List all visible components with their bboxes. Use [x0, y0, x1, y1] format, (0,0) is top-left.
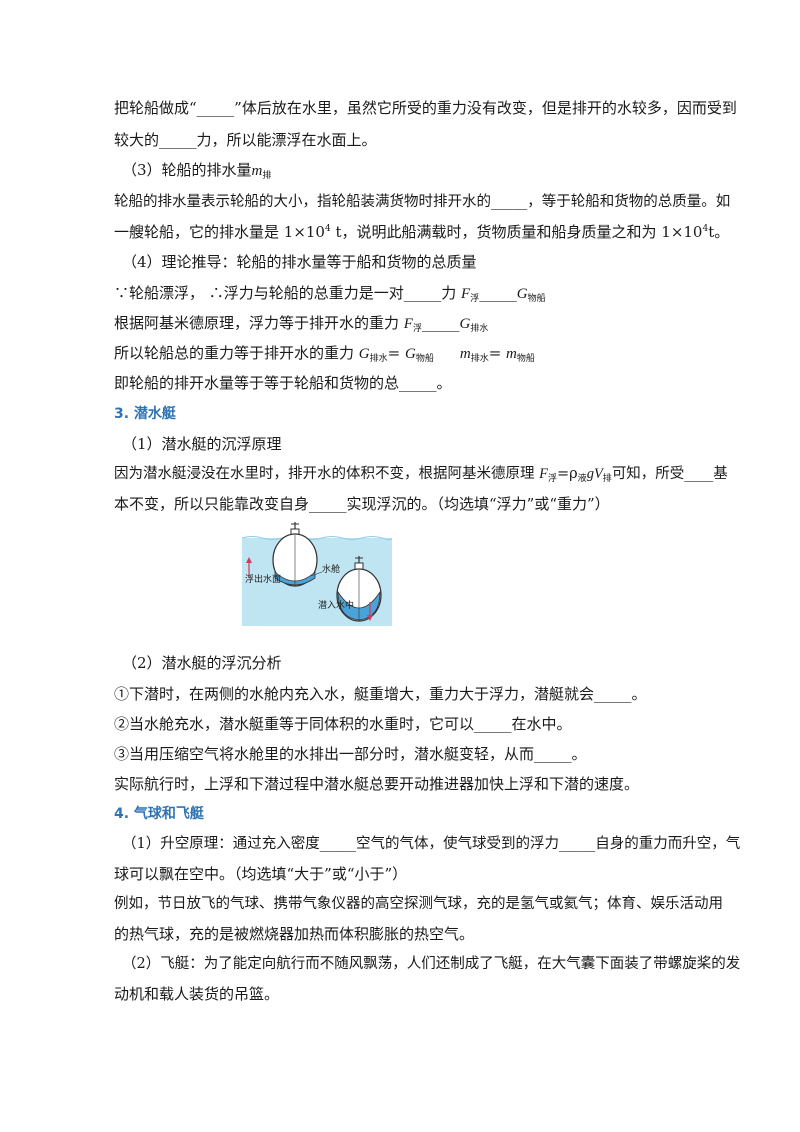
- text-line: 球可以飘在空中。（均选填“大于”或“小于”）: [114, 865, 408, 883]
- text-line: ∵轮船漂浮， ∴浮力与轮船的总重力是一对_____力 F浮_____G物船: [114, 284, 546, 304]
- text-line: 根据阿基米德原理，浮力等于排开水的重力 F浮_____G排水: [114, 314, 489, 334]
- submarine-diagram: 浮出水面 水舱 潜入水中: [241, 522, 393, 626]
- section-heading-balloon: 4. 气球和飞艇: [114, 806, 204, 822]
- subsection-title: （2）潜水艇的浮沉分析: [122, 654, 282, 672]
- text-line: 的热气球，充的是被燃烧器加热而体积膨胀的热空气。: [114, 925, 475, 943]
- tank-leader-line: [310, 571, 323, 577]
- text-line: 实际航行时，上浮和下潜过程中潜水艇总要开动推进器加快上浮和下潜的速度。: [114, 775, 640, 793]
- label-dive: 潜入水中: [318, 599, 354, 611]
- text-line: 把轮船做成“_____”体后放在水里，虽然它所受的重力没有改变，但是排开的水较多…: [114, 99, 737, 117]
- water-surface: [241, 536, 393, 540]
- text-line: 因为潜水艇浸没在水里时，排开水的体积不变，根据阿基米德原理 F浮=ρ液gV排可知…: [114, 466, 728, 484]
- submarine-surfacing: [272, 522, 318, 587]
- text-line: 轮船的排水量表示轮船的大小，指轮船装满货物时排开水的_____，等于轮船和货物的…: [114, 194, 731, 210]
- submarine-figure: 浮出水面 水舱 潜入水中: [241, 520, 393, 626]
- text-line: ②当水舱充水，潜水艇重等于同体积的水重时，它可以_____在水中。: [114, 715, 572, 733]
- text-line: 动机和载人装货的吊篮。: [114, 985, 280, 1003]
- text-line: 即轮船的排开水量等于等于轮船和货物的总_____。: [114, 374, 452, 392]
- subsection-title: （2）飞艇：为了能定向航行而不随风飘荡，人们还制成了飞艇，在大气囊下面装了带螺旋…: [122, 956, 741, 972]
- text-line: ①下潜时，在两侧的水舱内充入水，艇重增大，重力大于浮力，潜艇就会_____。: [114, 685, 647, 703]
- subsection-title: （1）潜水艇的沉浮原理: [122, 435, 282, 453]
- text-line: 例如，节日放飞的气球、携带气象仪器的高空探测气球，充的是氢气或氦气；体育、娱乐活…: [114, 896, 723, 912]
- label-tank: 水舱: [322, 563, 340, 575]
- label-rise: 浮出水面: [245, 573, 281, 585]
- subsection-title: （3）轮船的排水量m排: [122, 161, 272, 181]
- text-line: 本不变，所以只能靠改变自身_____实现浮沉的。（均选填“浮力”或“重力”）: [114, 495, 610, 513]
- text-line: 较大的_____力，所以能漂浮在水面上。: [114, 131, 377, 149]
- subsection-title: （4）理论推导：轮船的排水量等于船和货物的总质量: [122, 253, 477, 271]
- text-line: 一艘轮船，它的排水量是 1×104 t，说明此船满载时，货物质量和船身质量之和为…: [114, 223, 730, 241]
- text-line: ③当用压缩空气将水舱里的水排出一部分时，潜水艇变轻，从而_____。: [114, 745, 587, 763]
- subsection-title: （1）升空原理：通过充入密度_____空气的气体，使气球受到的浮力_____自身…: [122, 836, 741, 852]
- section-heading-submarine: 3. 潜水艇: [114, 406, 176, 422]
